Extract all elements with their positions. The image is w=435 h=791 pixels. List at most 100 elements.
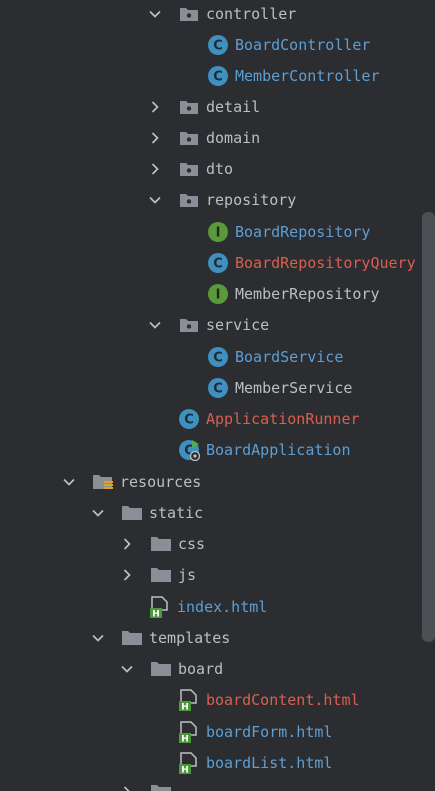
class-icon: C <box>207 34 229 56</box>
svg-text:H: H <box>152 609 160 618</box>
svg-text:H: H <box>181 765 189 774</box>
tree-item-index-html[interactable]: H index.html <box>0 591 420 622</box>
tree-item-board[interactable]: board <box>0 653 420 684</box>
svg-text:C: C <box>184 443 194 458</box>
class-icon: C <box>207 346 229 368</box>
svg-text:C: C <box>213 350 223 365</box>
chevron-down-icon[interactable] <box>61 474 77 490</box>
chevron-right-icon[interactable] <box>119 536 135 552</box>
chevron-down-icon[interactable] <box>90 505 106 521</box>
tree-item-memberrepository[interactable]: I MemberRepository <box>0 278 420 309</box>
package-folder-icon <box>178 158 200 180</box>
tree-item-label: js <box>178 565 197 584</box>
tree-item-repository[interactable]: repository <box>0 184 420 215</box>
tree-item-boardrepository[interactable]: I BoardRepository <box>0 216 420 247</box>
tree-item-boardrepositoryquery[interactable]: C BoardRepositoryQuery <box>0 247 420 278</box>
class-icon: C <box>207 65 229 87</box>
svg-text:H: H <box>181 734 189 743</box>
tree-item-boardform-html[interactable]: H boardForm.html <box>0 716 420 747</box>
svg-text:C: C <box>184 412 194 427</box>
chevron-down-icon[interactable] <box>147 317 163 333</box>
interface-icon: I <box>207 283 229 305</box>
tree-item-label: board <box>178 659 224 678</box>
tree-item-label: BoardController <box>235 35 371 54</box>
tree-item-css[interactable]: css <box>0 528 420 559</box>
tree-item-resources[interactable]: resources <box>0 466 420 497</box>
class-icon: C <box>178 408 200 430</box>
tree-item-label: controller <box>206 4 297 23</box>
tree-item-label: MemberService <box>235 378 353 397</box>
folder-icon <box>150 564 172 586</box>
tree-item-js[interactable]: js <box>0 559 420 590</box>
package-folder-icon <box>178 189 200 211</box>
tree-item-label: ApplicationRunner <box>206 409 360 428</box>
chevron-right-icon[interactable] <box>147 161 163 177</box>
spring-boot-class-icon: C <box>178 439 200 461</box>
folder-icon <box>150 658 172 680</box>
tree-item-boardcontroller[interactable]: C BoardController <box>0 29 420 60</box>
tree-item-service[interactable]: service <box>0 309 420 340</box>
tree-item-label: service <box>206 315 270 334</box>
tree-item-label: boardContent.html <box>206 690 360 709</box>
svg-text:I: I <box>216 225 221 240</box>
folder-icon <box>121 502 143 524</box>
tree-item-label: domain <box>206 128 261 147</box>
tree-item-label: repository <box>206 190 297 209</box>
tree-item-label: BoardApplication <box>206 440 351 459</box>
chevron-down-icon[interactable] <box>90 630 106 646</box>
svg-text:C: C <box>213 69 223 84</box>
resources-folder-icon <box>92 471 114 493</box>
tree-item-controller[interactable]: controller <box>0 0 420 29</box>
tree-item-label: resources <box>120 472 202 491</box>
tree-item-label: BoardRepositoryQuery <box>235 253 416 272</box>
html-file-icon: H <box>149 595 171 618</box>
chevron-down-icon[interactable] <box>147 192 163 208</box>
tree-item-dto[interactable]: dto <box>0 153 420 184</box>
tree-item-label: boardList.html <box>206 753 333 772</box>
tree-item-applicationrunner[interactable]: C ApplicationRunner <box>0 403 420 434</box>
interface-icon: I <box>207 221 229 243</box>
tree-item-label: MemberController <box>235 66 380 85</box>
tree-item-label: boardForm.html <box>206 722 333 741</box>
folder-icon <box>150 533 172 555</box>
class-icon: C <box>207 377 229 399</box>
chevron-down-icon[interactable] <box>147 6 163 22</box>
tree-item-label: MemberRepository <box>235 284 380 303</box>
tree-item-label: css <box>178 534 206 553</box>
tree-item-label: detail <box>206 97 261 116</box>
tree-item-boardservice[interactable]: C BoardService <box>0 341 420 372</box>
tree-item-templates[interactable]: templates <box>0 622 420 653</box>
vertical-scrollbar[interactable] <box>422 212 435 642</box>
chevron-down-icon[interactable] <box>119 661 135 677</box>
tree-item-detail[interactable]: detail <box>0 91 420 122</box>
package-folder-icon <box>178 314 200 336</box>
tree-item-memberservice[interactable]: C MemberService <box>0 372 420 403</box>
tree-item-boardlist-html[interactable]: H boardList.html <box>0 747 420 778</box>
chevron-right-icon[interactable] <box>147 130 163 146</box>
tree-item-domain[interactable]: domain <box>0 122 420 153</box>
package-folder-icon <box>178 127 200 149</box>
tree-item-membercontroller[interactable]: C MemberController <box>0 60 420 91</box>
chevron-right-icon[interactable] <box>119 784 135 791</box>
class-icon: C <box>207 252 229 274</box>
html-file-icon: H <box>178 751 200 774</box>
chevron-right-icon[interactable] <box>119 567 135 583</box>
tree-item-label: BoardService <box>235 347 344 366</box>
tree-item-label: index.html <box>177 597 268 616</box>
tree-item-partial[interactable] <box>0 776 420 791</box>
svg-text:C: C <box>213 38 223 53</box>
tree-item-label: dto <box>206 159 234 178</box>
chevron-right-icon[interactable] <box>147 99 163 115</box>
tree-item-static[interactable]: static <box>0 497 420 528</box>
package-folder-icon <box>178 96 200 118</box>
tree-item-label: static <box>149 503 204 522</box>
html-file-icon: H <box>178 720 200 743</box>
svg-text:C: C <box>213 381 223 396</box>
tree-item-label: BoardRepository <box>235 222 371 241</box>
tree-item-boardapplication[interactable]: C BoardApplication <box>0 434 420 465</box>
package-folder-icon <box>178 3 200 25</box>
tree-item-boardcontent-html[interactable]: H boardContent.html <box>0 684 420 715</box>
html-file-icon: H <box>178 688 200 711</box>
tree-item-label: templates <box>149 628 231 647</box>
